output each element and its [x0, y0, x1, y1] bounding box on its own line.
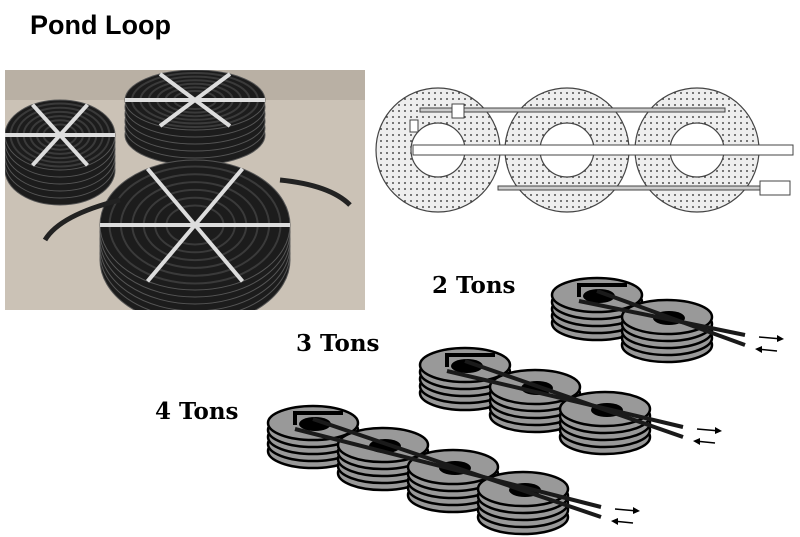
supply-pipe: [446, 369, 684, 429]
config-label-4-tons: 4 Tons: [155, 398, 239, 425]
header-pipe: [412, 144, 794, 156]
fitting: [409, 119, 419, 133]
supply-pipe: [578, 299, 746, 337]
fitting: [451, 103, 465, 119]
arrow-head-icon: [777, 335, 784, 342]
supply-pipe: [294, 427, 602, 509]
config-label-3-tons: 3 Tons: [296, 330, 380, 357]
spacer-bar: [145, 167, 197, 227]
spacer-bar: [31, 103, 62, 137]
coiled-pipe-photo: [5, 70, 365, 310]
arrow-head-icon: [611, 518, 618, 525]
coil-group-3-tons: [418, 346, 722, 456]
pipe-end: [42, 197, 121, 242]
coil-group-2-tons: [550, 276, 784, 364]
arrow-head-icon: [715, 427, 722, 434]
spacer-bar: [158, 72, 197, 102]
pond-loop-layout-diagram: [375, 87, 794, 213]
return-pipe: [596, 289, 746, 347]
spacer-bar: [58, 103, 89, 137]
arrow-head-icon: [755, 346, 762, 353]
spacer-bar: [145, 223, 197, 283]
pipe-loop: [293, 411, 343, 425]
spacer-bar: [193, 223, 245, 283]
config-label-2-tons: 2 Tons: [432, 272, 516, 299]
coil-group-4-tons: [266, 404, 640, 536]
spacer-bar: [58, 133, 89, 167]
spacer-bar: [158, 98, 197, 128]
spacer-bar: [193, 167, 245, 227]
pipe-loop: [577, 283, 627, 297]
spacer-bar: [193, 98, 232, 128]
fitting: [759, 180, 791, 196]
return-pipe: [464, 359, 684, 439]
supply-line: [419, 107, 726, 113]
spacer-bar: [31, 133, 62, 167]
pipe-end: [279, 177, 352, 207]
arrow-head-icon: [693, 438, 700, 445]
spacer-bar: [193, 72, 232, 102]
return-line: [497, 185, 764, 191]
return-pipe: [312, 417, 602, 519]
arrow-head-icon: [633, 507, 640, 514]
pipe-loop: [445, 353, 495, 367]
slide-title: Pond Loop: [30, 10, 171, 40]
coil-hub: [583, 289, 615, 303]
